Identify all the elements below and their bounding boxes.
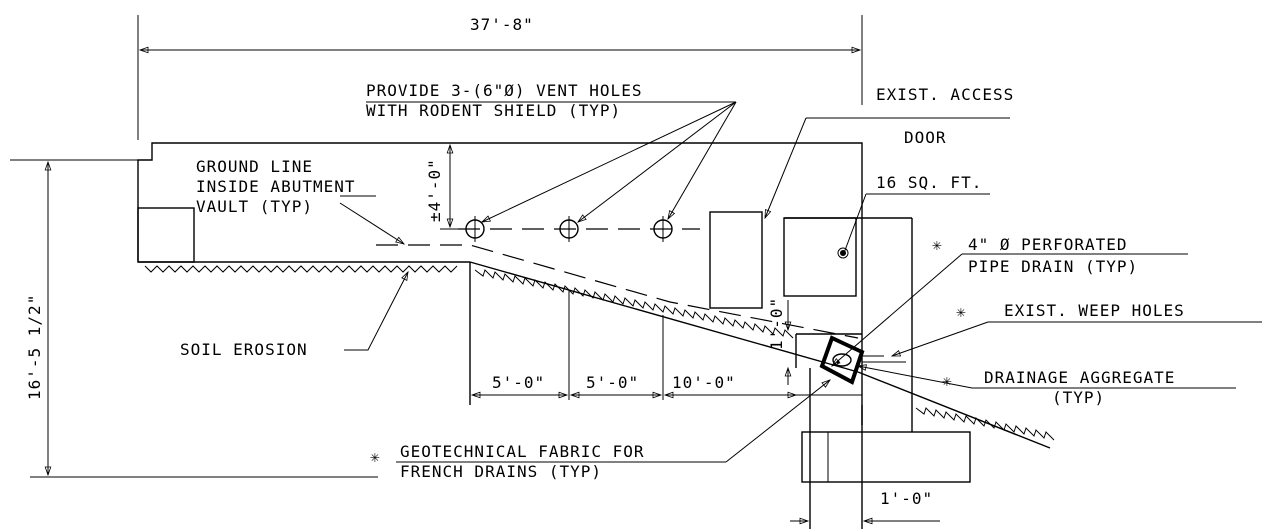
pipe-note: ✳ 4" Ø PERFORATED PIPE DRAIN (TYP) (831, 235, 1188, 367)
pipe-label-2: PIPE DRAIN (TYP) (968, 257, 1138, 276)
overall-height-dimension: 16'-5 1/2" (10, 159, 378, 478)
spacing-dimensions: 5'-0" 5'-0" 10'-0" (470, 373, 862, 399)
spacing-2-label: 5'-0" (586, 373, 639, 392)
wall-offset-label: 1'-0" (880, 489, 933, 508)
access-door-outline (709, 211, 763, 309)
fabric-label-1: GEOTECHNICAL FABRIC FOR (400, 442, 645, 461)
vent-note-line-2: WITH RODENT SHIELD (TYP) (366, 101, 621, 120)
vent-leaders (366, 101, 737, 223)
drain-height-label: 1'-0" (767, 297, 786, 350)
vent-height-label: ±4'-0" (425, 158, 444, 222)
overall-height-label: 16'-5 1/2" (25, 294, 44, 400)
pipe-asterisk: ✳ (932, 235, 943, 254)
ground-lines (144, 244, 1055, 449)
area-note: 16 SQ. FT. (837, 173, 990, 259)
fabric-label-2: FRENCH DRAINS (TYP) (400, 462, 602, 481)
pipe-drain (819, 335, 865, 385)
wall-offset-dimension: 1'-0" (790, 489, 940, 525)
overall-width-label: 37'-8" (470, 15, 534, 34)
ground-line-label-2: INSIDE ABUTMENT (196, 177, 356, 196)
soil-erosion-note: SOIL EROSION (180, 270, 409, 359)
weep-note: ✳ EXIST. WEEP HOLES (862, 301, 1262, 363)
spacing-1-label: 5'-0" (492, 373, 545, 392)
fabric-note: ✳ GEOTECHNICAL FABRIC FOR FRENCH DRAINS … (370, 379, 831, 481)
aggregate-asterisk: ✳ (942, 371, 953, 390)
weep-label: EXIST. WEEP HOLES (1004, 301, 1185, 320)
weep-asterisk: ✳ (956, 302, 967, 321)
vent-height-dimension: ±4'-0" (425, 143, 462, 230)
access-door-leader: EXIST. ACCESS DOOR (764, 85, 1014, 220)
soil-erosion-label: SOIL EROSION (180, 340, 308, 359)
access-door-label-2: DOOR (904, 128, 947, 147)
access-door-label-1: EXIST. ACCESS (876, 85, 1014, 104)
aggregate-note: ✳ DRAINAGE AGGREGATE (TYP) (856, 364, 1236, 407)
vault-outline (137, 142, 971, 529)
pipe-label-1: 4" Ø PERFORATED (968, 235, 1128, 254)
footing (801, 431, 971, 483)
ground-line-label-3: VAULT (TYP) (196, 197, 313, 216)
overall-width-dimension: 37'-8" (137, 15, 863, 140)
aggregate-label-1: DRAINAGE AGGREGATE (984, 368, 1175, 387)
aggregate-label-2: (TYP) (1052, 388, 1105, 407)
area-label: 16 SQ. FT. (876, 173, 982, 192)
ground-line-label-1: GROUND LINE (196, 157, 313, 176)
spacing-3-label: 10'-0" (672, 373, 736, 392)
ground-line-note: GROUND LINE INSIDE ABUTMENT VAULT (TYP) (196, 157, 406, 245)
vent-note: PROVIDE 3-(6"Ø) VENT HOLES WITH RODENT S… (366, 81, 642, 120)
fabric-asterisk: ✳ (370, 447, 381, 466)
drain-height-dimension: 1'-0" (767, 297, 792, 385)
existing-block (137, 207, 195, 263)
vent-holes (458, 216, 700, 400)
vent-note-line-1: PROVIDE 3-(6"Ø) VENT HOLES (366, 81, 642, 100)
